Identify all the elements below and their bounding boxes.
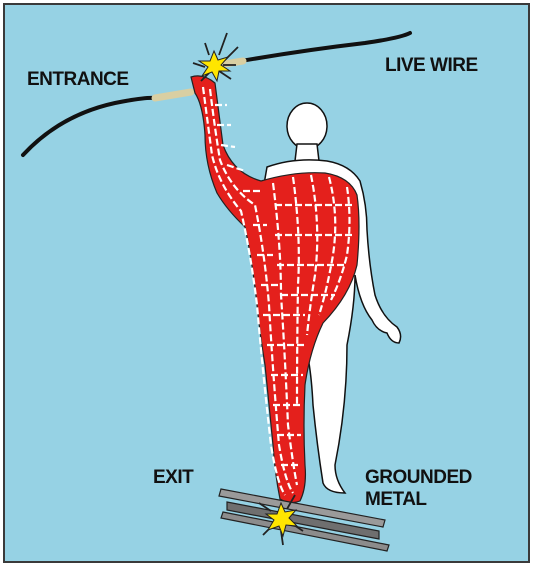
entrance-label: ENTRANCE — [27, 69, 129, 91]
live-wire-label: LIVE WIRE — [385, 55, 478, 77]
exit-label: EXIT — [153, 467, 193, 489]
diagram-frame: ENTRANCE LIVE WIRE EXIT GROUNDED METAL — [3, 3, 530, 563]
grounded-metal-label: GROUNDED METAL — [365, 467, 472, 511]
